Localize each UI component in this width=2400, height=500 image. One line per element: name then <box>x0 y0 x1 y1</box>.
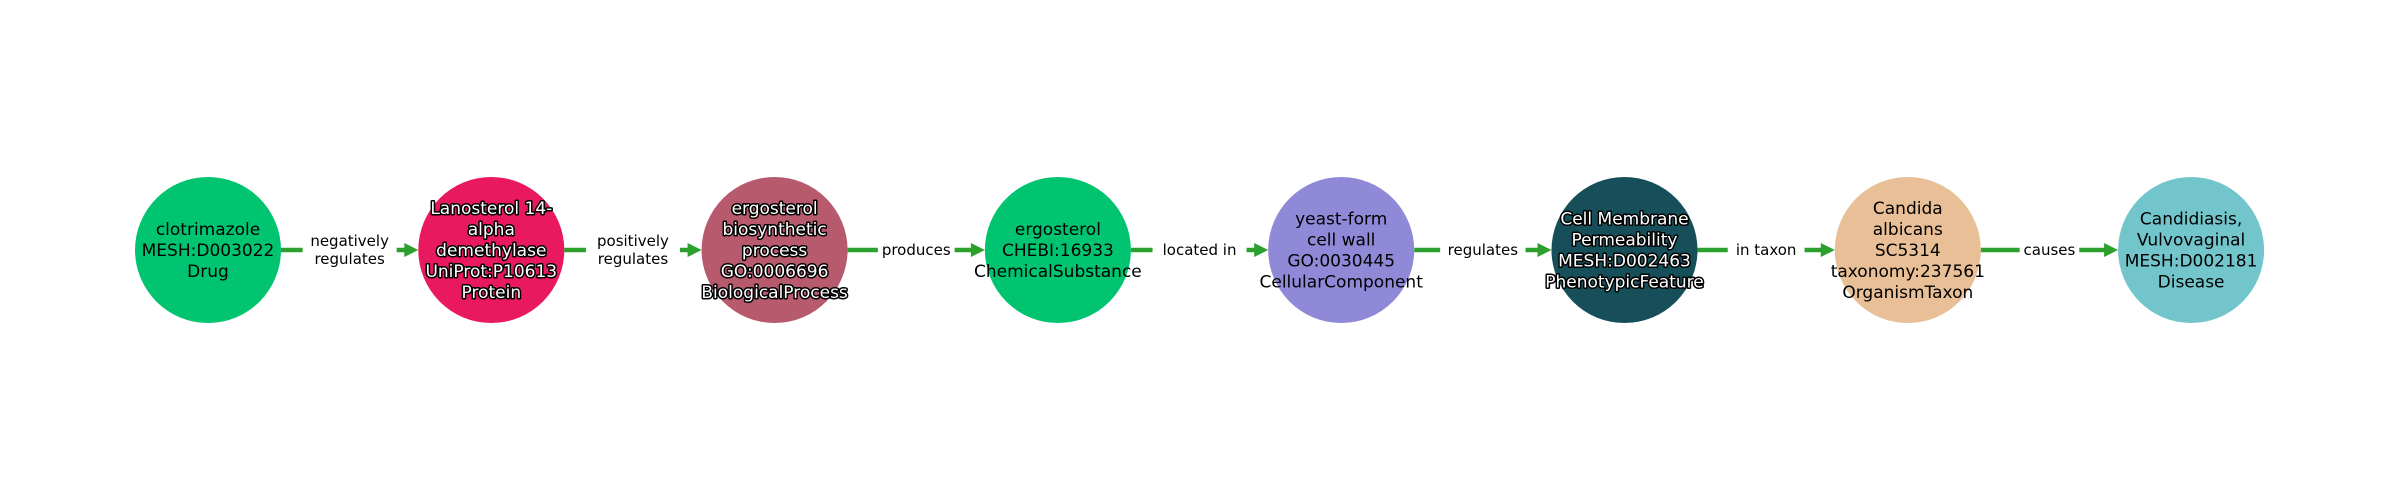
node-label: process <box>742 241 807 261</box>
edge: produces <box>847 239 985 261</box>
node-label: Candidiasis, <box>2140 210 2242 230</box>
node-label: BiologicalProcess <box>701 283 848 303</box>
node-label: Permeability <box>1572 231 1678 251</box>
node-label: taxonomy:237561 <box>1831 262 1985 282</box>
node-label: GO:0006696 <box>721 262 829 282</box>
node-label: demethylase <box>436 241 546 261</box>
edge-label-background <box>1727 239 1805 261</box>
node-label: yeast-form <box>1295 210 1387 230</box>
edge-label: regulates <box>314 250 385 268</box>
arrowhead-icon <box>404 243 419 257</box>
node-label: ChemicalSubstance <box>974 262 1142 282</box>
arrowhead-icon <box>970 243 985 257</box>
node-circle <box>418 177 565 323</box>
node-label: PhenotypicFeature <box>1545 273 1704 293</box>
node-label: OrganismTaxon <box>1842 283 1973 303</box>
edge-label-background <box>2019 239 2080 261</box>
edge-label: positively <box>597 232 669 250</box>
node-label: CellularComponent <box>1260 273 1424 293</box>
node-label: biosynthetic <box>722 220 826 240</box>
node-label: SC5314 <box>1875 241 1941 261</box>
node-label: GO:0030445 <box>1287 252 1395 272</box>
node: Cell MembranePermeabilityMESH:D002463Phe… <box>1544 177 1705 323</box>
node-label: ergosterol <box>732 199 818 219</box>
node-label: MESH:D003022 <box>142 241 275 261</box>
node: Candidiasis,VulvovaginalMESH:D002181Dise… <box>2118 177 2265 323</box>
edge-label: produces <box>882 241 951 259</box>
arrowhead-icon <box>1254 243 1269 257</box>
node-circle <box>701 177 848 323</box>
node-circle <box>984 177 1131 323</box>
edge-label-background <box>1152 239 1247 261</box>
node-label: UniProt:P10613 <box>425 262 557 282</box>
edge-label: in taxon <box>1736 241 1797 259</box>
node-label: alpha <box>468 220 515 240</box>
edge: causes <box>1980 239 2119 261</box>
edge-label-background <box>302 230 397 270</box>
arrowhead-icon <box>1820 243 1835 257</box>
edge: regulates <box>1414 239 1552 261</box>
node-circle <box>1268 177 1415 323</box>
edge-label: causes <box>2024 241 2076 259</box>
node-label: Lanosterol 14- <box>430 199 552 219</box>
node-label: ergosterol <box>1015 220 1101 240</box>
node-label: MESH:D002181 <box>2125 252 2258 272</box>
edge-label-background <box>877 239 955 261</box>
node-label: Vulvovaginal <box>2137 231 2245 251</box>
node-label: Drug <box>187 262 229 282</box>
edge-label: located in <box>1163 241 1237 259</box>
node-label: Disease <box>2158 273 2225 293</box>
node: ergosterolbiosyntheticprocessGO:0006696B… <box>700 177 849 323</box>
edge-label-background <box>1440 239 1526 261</box>
arrowhead-icon <box>1537 243 1552 257</box>
node: Lanosterol 14-alphademethylaseUniProt:P1… <box>418 177 565 323</box>
node-label: cell wall <box>1307 231 1375 251</box>
edge-label-background <box>585 230 680 270</box>
node-label: Candida <box>1873 199 1943 219</box>
node-label: clotrimazole <box>156 220 260 240</box>
node-circle <box>2118 177 2265 323</box>
node-circle <box>1834 177 1981 323</box>
node-label: albicans <box>1873 220 1943 240</box>
node-label: MESH:D002463 <box>1558 252 1691 272</box>
node-label: Protein <box>462 283 522 303</box>
node-label: Cell Membrane <box>1560 210 1688 230</box>
edge-label: negatively <box>310 232 389 250</box>
edge-label: regulates <box>1448 241 1519 259</box>
node: CandidaalbicansSC5314taxonomy:237561Orga… <box>1831 177 1985 323</box>
arrowhead-icon <box>2104 243 2119 257</box>
edge: located in <box>1130 239 1269 261</box>
node-circle <box>135 177 281 323</box>
edge-label: regulates <box>598 250 669 268</box>
edge: in taxon <box>1697 239 1835 261</box>
node-circle <box>1551 177 1698 323</box>
node-label: CHEBI:16933 <box>1002 241 1114 261</box>
arrowhead-icon <box>687 243 702 257</box>
